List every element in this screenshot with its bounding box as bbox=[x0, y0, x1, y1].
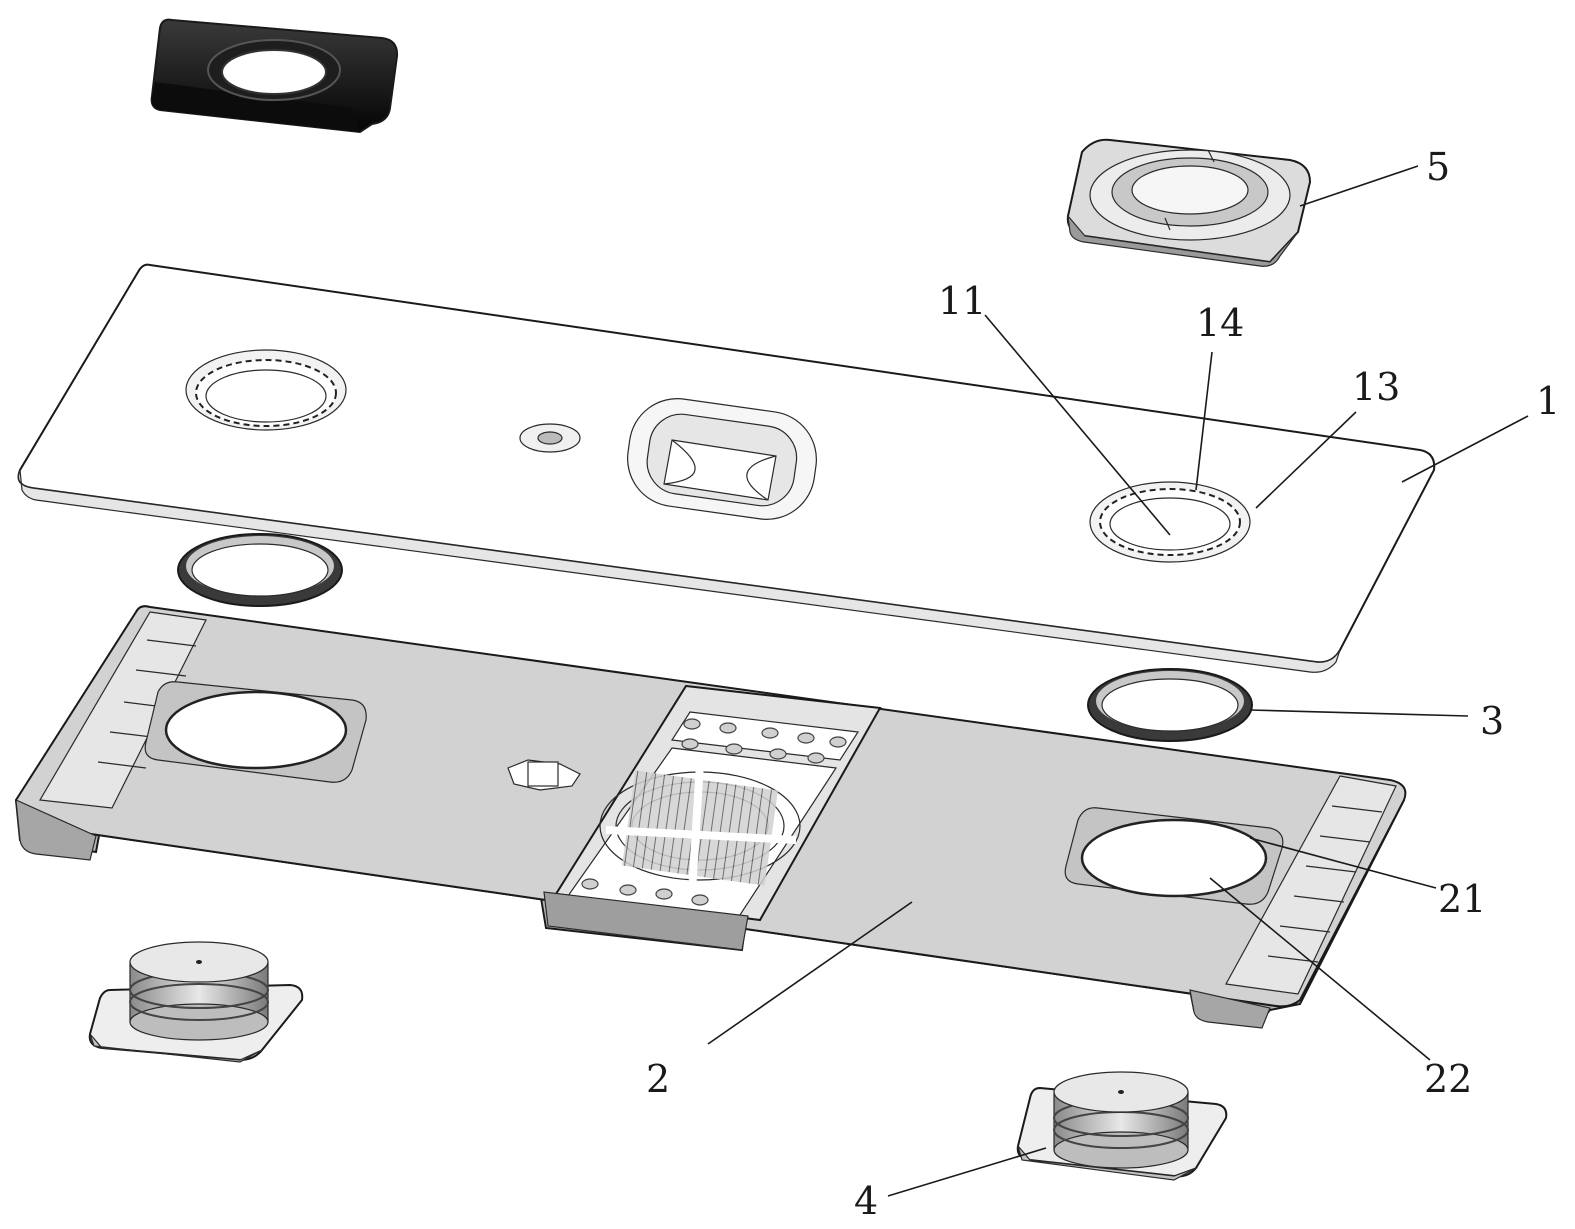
label-3: 3 bbox=[1480, 699, 1504, 743]
leader-13 bbox=[1255, 411, 1357, 509]
black-ring-nut bbox=[150, 18, 399, 134]
label-14: 14 bbox=[1196, 301, 1244, 345]
leader-14 bbox=[1195, 351, 1213, 491]
terminal-post-part-4 bbox=[1016, 1071, 1228, 1181]
leader-1 bbox=[1401, 415, 1529, 483]
leader-11 bbox=[984, 314, 1171, 536]
leader-22 bbox=[1209, 877, 1431, 1061]
label-2: 2 bbox=[646, 1057, 670, 1101]
terminal-post-left bbox=[88, 941, 304, 1063]
cover-plate-part-1 bbox=[17, 263, 1436, 673]
label-11: 11 bbox=[938, 279, 986, 323]
label-13: 13 bbox=[1352, 365, 1400, 409]
seal-ring-part-3 bbox=[1087, 668, 1253, 742]
lower-tray-part-2 bbox=[14, 605, 1407, 1029]
tray-rib-cells-left bbox=[39, 611, 207, 809]
leader-21 bbox=[1249, 837, 1437, 889]
leader-4 bbox=[887, 1147, 1047, 1197]
leader-lines bbox=[707, 165, 1529, 1197]
reference-numerals: 5 1 11 14 13 3 21 22 2 4 bbox=[646, 145, 1560, 1223]
label-22: 22 bbox=[1424, 1057, 1472, 1101]
leader-5 bbox=[1299, 165, 1419, 207]
leader-2 bbox=[707, 901, 913, 1045]
terminal-cap-part-5 bbox=[1066, 138, 1312, 267]
tray-rib-cells-right bbox=[1225, 775, 1397, 995]
label-4: 4 bbox=[854, 1179, 878, 1223]
label-21: 21 bbox=[1438, 877, 1486, 921]
seal-ring-left bbox=[177, 533, 343, 607]
label-5: 5 bbox=[1426, 145, 1450, 189]
leader-3 bbox=[1249, 709, 1469, 717]
label-1: 1 bbox=[1536, 379, 1560, 423]
tray-center-cavity bbox=[543, 684, 882, 951]
